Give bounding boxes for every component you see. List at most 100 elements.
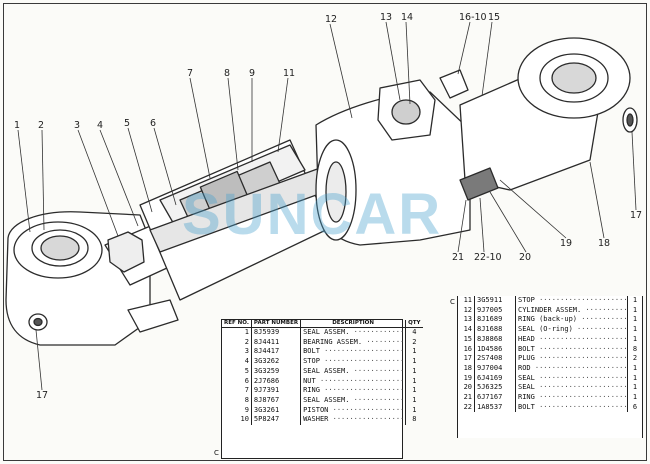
callout-7: 7 [187, 68, 193, 79]
cell-part-number: 8J4417 [251, 347, 302, 358]
callout-21: 21 [452, 252, 464, 263]
cell-part-number: 8J8767 [251, 395, 302, 406]
table-row: 196J4169SEAL1 [458, 373, 642, 384]
cell-part-number: 1A8537 [474, 402, 516, 413]
cell-ref-no: 19 [458, 373, 475, 384]
cell-ref-no: 8 [222, 395, 252, 406]
callout-14: 14 [401, 12, 413, 23]
cell-description: SEAL ASSEM. [300, 327, 407, 338]
cell-qty: 1 [632, 393, 638, 402]
cell-ref-no: 21 [458, 393, 475, 403]
cell-ref-no: 1 [222, 327, 252, 338]
leader-lines [17, 21, 637, 391]
cell-qty: 1 [632, 315, 638, 324]
cell-ref-no: 7 [222, 386, 252, 396]
table-row: 205J6325SEAL1 [458, 383, 642, 394]
callout-6: 6 [150, 118, 156, 129]
cell-qty: 2 [412, 337, 417, 346]
table-row: 62J7686NUT1 [222, 376, 423, 387]
cell-description: SEAL [515, 383, 628, 394]
cell-part-number: 6J7167 [474, 393, 516, 403]
cell-part-number: 3G3262 [251, 357, 302, 367]
callout-2: 2 [38, 120, 44, 131]
cell-description: BOLT [515, 344, 628, 355]
cell-part-number: 5J6325 [474, 383, 516, 394]
table-row: 189J7004ROD1 [458, 363, 642, 374]
cell-ref-no: 5 [222, 366, 252, 377]
callout-16-10: 16-10 [459, 12, 487, 23]
callout-12: 12 [325, 14, 337, 25]
cell-description: STOP [300, 357, 407, 367]
callout-3: 3 [74, 120, 80, 131]
col-ref-no: REF NO. [222, 320, 252, 328]
callout-13: 13 [380, 12, 392, 23]
cell-ref-no: 9 [222, 405, 252, 416]
cell-description: ROD [515, 363, 628, 374]
table-row: 172S7408PLUG2 [458, 354, 642, 364]
right-eye-bore [551, 62, 597, 94]
table-row: 93G3261PISTON1 [222, 405, 423, 416]
callout-5: 5 [124, 118, 130, 129]
cell-qty: 1 [632, 305, 638, 314]
cell-qty: 1 [412, 357, 417, 366]
hex-13-14 [391, 99, 421, 125]
cell-part-number: 9J7004 [474, 363, 516, 374]
cell-ref-no: 22 [458, 402, 475, 413]
callout-9: 9 [249, 68, 255, 79]
col-qty: QTY [405, 320, 423, 328]
cell-description: PISTON [300, 405, 407, 416]
cell-ref-no: 15 [458, 334, 475, 345]
cell-qty: 1 [412, 386, 417, 395]
cell-description: SEAL ASSEM. [300, 366, 407, 377]
parts-table-right: 113G5911STOP1129J7005CYLINDER ASSEM.1138… [457, 296, 643, 438]
cell-part-number: 1D4586 [474, 344, 516, 355]
cell-ref-no: 12 [458, 305, 475, 316]
seal-stack [459, 167, 499, 201]
cell-description: NUT [300, 376, 407, 387]
cell-part-number: 3G5911 [474, 296, 516, 306]
cell-part-number: 2S7408 [474, 354, 516, 364]
cell-ref-no: 11 [458, 296, 475, 306]
cell-description: BOLT [515, 402, 628, 413]
cell-qty: 1 [412, 366, 417, 375]
cell-description: RING [515, 393, 628, 403]
flange-block [127, 299, 179, 333]
table-row: 105P8247WASHER8 [222, 415, 423, 426]
cell-part-number: 5P8247 [251, 415, 302, 426]
cell-ref-no: 17 [458, 354, 475, 364]
row-mark-c-left: C [214, 449, 219, 457]
col-description: DESCRIPTION [300, 320, 407, 328]
hex-bolt [107, 231, 145, 273]
cell-qty: 8 [632, 344, 638, 353]
cell-part-number: 9J7391 [251, 386, 302, 396]
callout-11: 11 [283, 68, 295, 79]
callout-1: 1 [14, 120, 20, 131]
callout-18: 18 [598, 238, 610, 249]
cell-part-number: 6J4169 [474, 373, 516, 384]
table-row: 221A8537BOLT6 [458, 402, 642, 413]
cell-qty: 1 [412, 395, 417, 404]
cell-part-number: 3G3261 [251, 405, 302, 416]
callout-17: 17 [36, 390, 48, 401]
table-row: 158J8868HEAD1 [458, 334, 642, 345]
cell-part-number: 8J4411 [251, 337, 302, 348]
callout-17: 17 [630, 210, 642, 221]
cell-ref-no: 18 [458, 363, 475, 374]
cell-ref-no: 20 [458, 383, 475, 394]
cell-qty: 1 [412, 347, 417, 356]
cell-description: WASHER [300, 415, 407, 426]
cell-qty: 8 [412, 415, 417, 424]
callout-20: 20 [519, 252, 531, 263]
cell-description: PLUG [515, 354, 628, 364]
cell-part-number: 2J7686 [251, 376, 302, 387]
callout-8: 8 [224, 68, 230, 79]
